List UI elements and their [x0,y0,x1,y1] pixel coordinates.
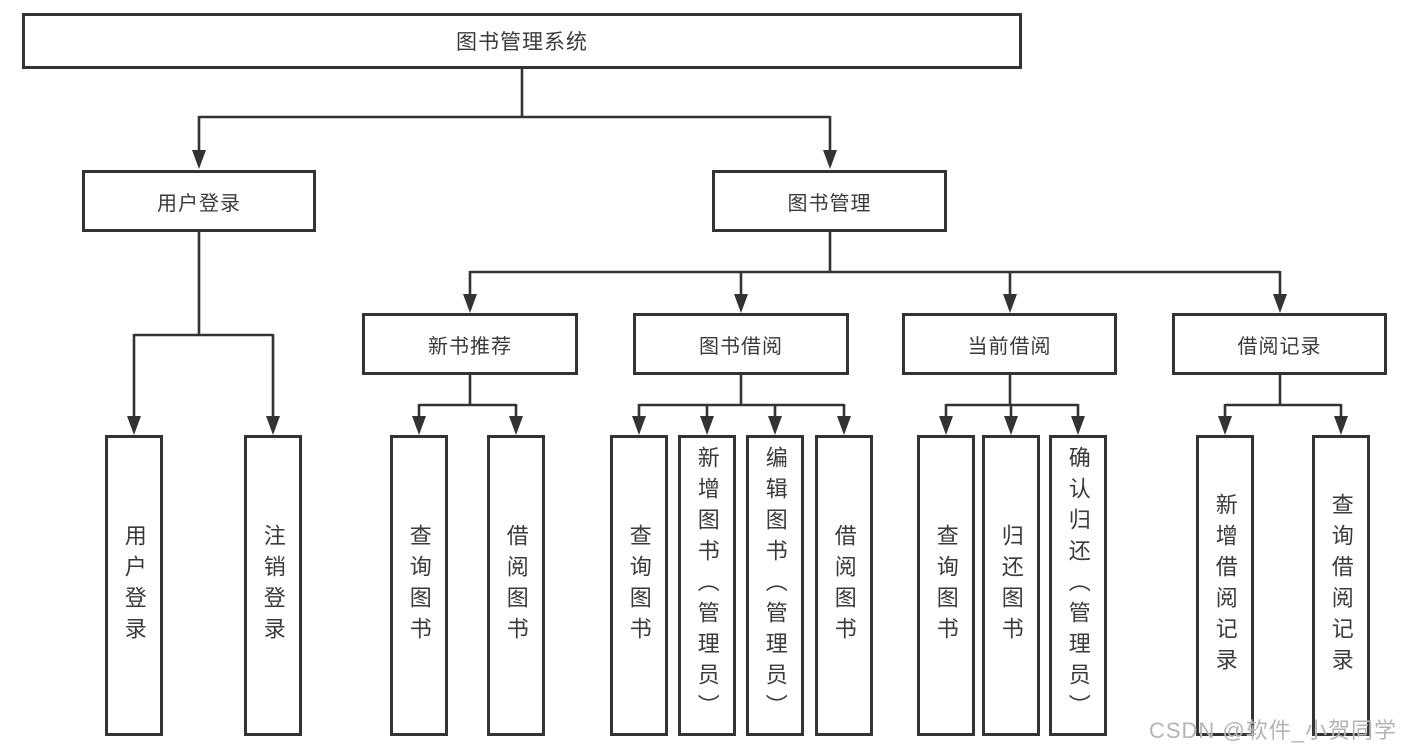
arrowhead [632,416,646,435]
leaf-borrow-books-1: 借阅图书 [487,435,545,736]
node-user-login: 用户登录 [82,170,316,232]
arrowhead [939,416,953,435]
node-label: 借阅图书 [503,523,529,648]
node-label: 查询图书 [626,523,652,648]
arrowhead [1273,294,1287,313]
leaf-query-books-1: 查询图书 [390,435,448,736]
leaf-borrow-books-2: 借阅图书 [815,435,873,736]
arrowhead [768,416,782,435]
leaf-add-book-admin: 新增图书（管理员） [678,435,736,736]
node-borrowing-records: 借阅记录 [1172,313,1387,375]
arrowhead [1004,416,1018,435]
leaf-return-books: 归还图书 [982,435,1040,736]
arrowhead [837,416,851,435]
node-label: 新书推荐 [428,335,512,358]
node-library-management-system: 图书管理系统 [22,13,1022,69]
node-label: 借阅图书 [831,523,857,648]
arrowhead [463,294,477,313]
arrowhead [412,416,426,435]
node-label: 图书管理系统 [456,31,588,54]
node-label: 编辑图书（管理员） [762,446,788,725]
node-label: 查询图书 [406,523,432,648]
arrowhead [700,416,714,435]
connector-user-login-children [132,232,275,420]
leaf-user-login: 用户登录 [105,435,163,736]
node-label: 注销登录 [260,523,286,648]
node-label: 新增图书（管理员） [694,446,720,725]
arrowhead [509,416,523,435]
leaf-add-borrow-record: 新增借阅记录 [1196,435,1254,736]
node-label: 当前借阅 [967,335,1052,358]
leaf-logout: 注销登录 [244,435,302,736]
node-current-borrowing: 当前借阅 [902,313,1117,375]
node-label: 查询图书 [933,523,959,648]
leaf-query-books-3: 查询图书 [917,435,975,736]
arrowhead [127,416,141,435]
arrowhead [1218,416,1232,435]
node-label: 借阅记录 [1237,335,1322,358]
arrowheads [127,150,1348,435]
node-label: 用户登录 [157,192,241,215]
node-label: 图书管理 [787,192,872,215]
connector-current-borrowing-children [944,375,1080,420]
node-book-borrowing: 图书借阅 [633,313,849,375]
node-label: 查询借阅记录 [1328,492,1354,679]
leaf-query-borrow-record: 查询借阅记录 [1312,435,1370,736]
arrowhead [823,150,837,169]
connector-book-management-children [468,232,1282,298]
connector-borrowing-records-children [1223,375,1343,420]
node-label: 用户登录 [121,523,147,648]
arrowhead [266,416,280,435]
connector-root-to-level2 [197,69,832,152]
node-label: 确认归还（管理员） [1065,446,1091,725]
csdn-watermark: CSDN @软件_小贺同学 [1148,718,1397,743]
node-book-management: 图书管理 [712,170,947,232]
leaf-query-books-2: 查询图书 [610,435,668,736]
node-label: 归还图书 [998,523,1024,648]
node-label: 新增借阅记录 [1212,492,1238,679]
leaf-edit-book-admin: 编辑图书（管理员） [746,435,804,736]
arrowhead [1334,416,1348,435]
leaf-confirm-return-admin: 确认归还（管理员） [1049,435,1107,736]
arrowhead [1071,416,1085,435]
connector-book-borrowing-children [637,375,846,420]
node-new-book-recommendation: 新书推荐 [362,313,578,375]
arrowhead [192,150,206,169]
arrowhead [1003,294,1017,313]
node-label: 图书借阅 [699,335,783,358]
connector-new-book-children [417,375,518,420]
arrowhead [734,294,748,313]
